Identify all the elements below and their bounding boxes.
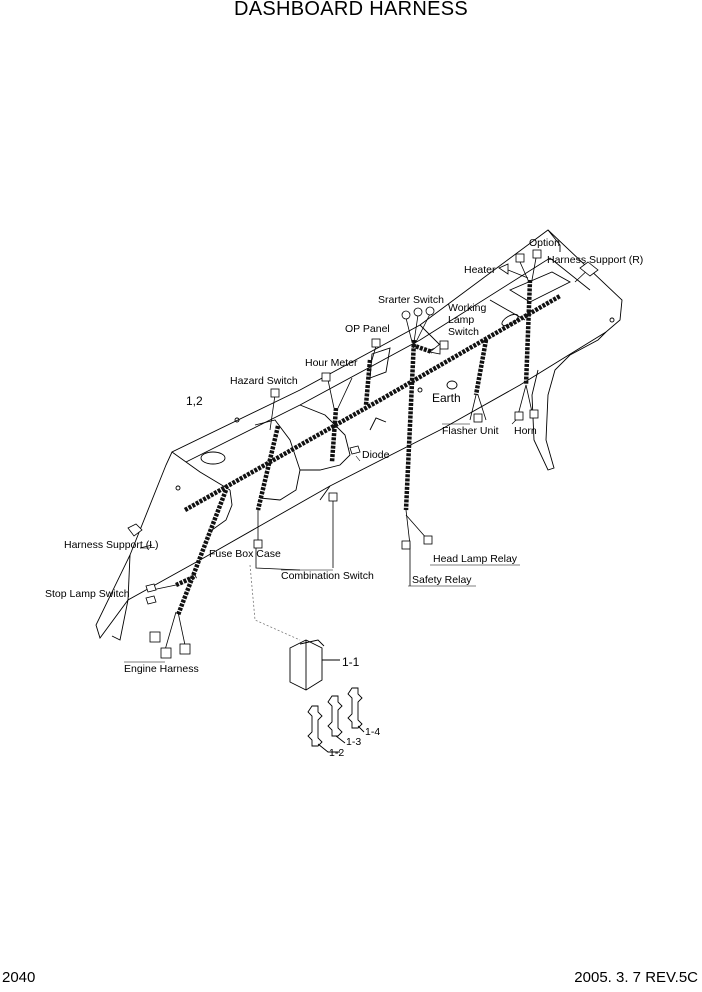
fuse-box-cable — [255, 425, 281, 511]
label-harness-support-r: Harness Support (R) — [547, 254, 643, 266]
safety-relay-cable — [403, 339, 417, 511]
label-horn: Horn — [514, 425, 537, 437]
label-harness-support-l: Harness Support (L) — [64, 539, 159, 551]
label-heater: Heater — [464, 264, 496, 276]
dashboard-body — [95, 229, 623, 641]
label-hazard-switch: Hazard Switch — [230, 375, 298, 387]
label-hour-meter: Hour Meter — [305, 357, 358, 369]
label-part-1-2: 1-2 — [329, 747, 344, 759]
page-number: 2040 — [2, 969, 36, 986]
revision-stamp: 2005. 3. 7 REV.5C — [574, 969, 698, 986]
fuse-box-parts — [289, 639, 365, 753]
terminal-part-1-2 — [307, 705, 323, 747]
label-flasher-unit: Flasher Unit — [442, 425, 499, 437]
combination-cable — [329, 407, 339, 463]
label-working-lamp-switch: Switch — [448, 326, 479, 338]
label-stop-lamp-switch: Stop Lamp Switch — [45, 588, 130, 600]
label-head-lamp-relay: Head Lamp Relay — [433, 553, 518, 565]
connectors — [127, 249, 599, 659]
label-option: Option — [529, 237, 560, 249]
label-part-1-4: 1-4 — [365, 726, 380, 738]
label-working-lamp-switch: Lamp — [448, 314, 474, 326]
label-earth: Earth — [432, 391, 461, 405]
hour-meter-cable — [363, 359, 373, 406]
flasher-cable — [473, 339, 489, 396]
terminal-part-1-3 — [327, 695, 343, 737]
label-part-1-3: 1-3 — [346, 736, 361, 748]
terminal-part-1-4 — [347, 687, 363, 729]
horn-cable — [523, 279, 533, 386]
label-engine-harness: Engine Harness — [124, 663, 199, 675]
label-op-panel: OP Panel — [345, 323, 390, 335]
labels: Option Harness Support (R) Heater Srarte… — [45, 237, 643, 759]
label-leaders — [124, 419, 520, 663]
page-title: DASHBOARD HARNESS — [233, 0, 469, 20]
main-harness-cable — [183, 294, 562, 512]
op-panel-cable — [411, 342, 433, 355]
label-part-1-1: 1-1 — [342, 655, 360, 669]
label-combination-switch: Combination Switch — [281, 570, 374, 582]
label-safety-relay: Safety Relay — [412, 574, 472, 586]
label-diode: Diode — [362, 449, 390, 461]
label-fuse-box-case: Fuse Box Case — [209, 548, 281, 560]
harness-cables — [175, 279, 562, 616]
label-starter-switch: Srarter Switch — [378, 294, 444, 306]
label-working-lamp-switch: Working — [448, 302, 486, 314]
left-drop-cable — [175, 489, 229, 616]
label-ref-1-2: 1,2 — [186, 394, 203, 408]
stop-lamp-cable — [175, 573, 197, 588]
